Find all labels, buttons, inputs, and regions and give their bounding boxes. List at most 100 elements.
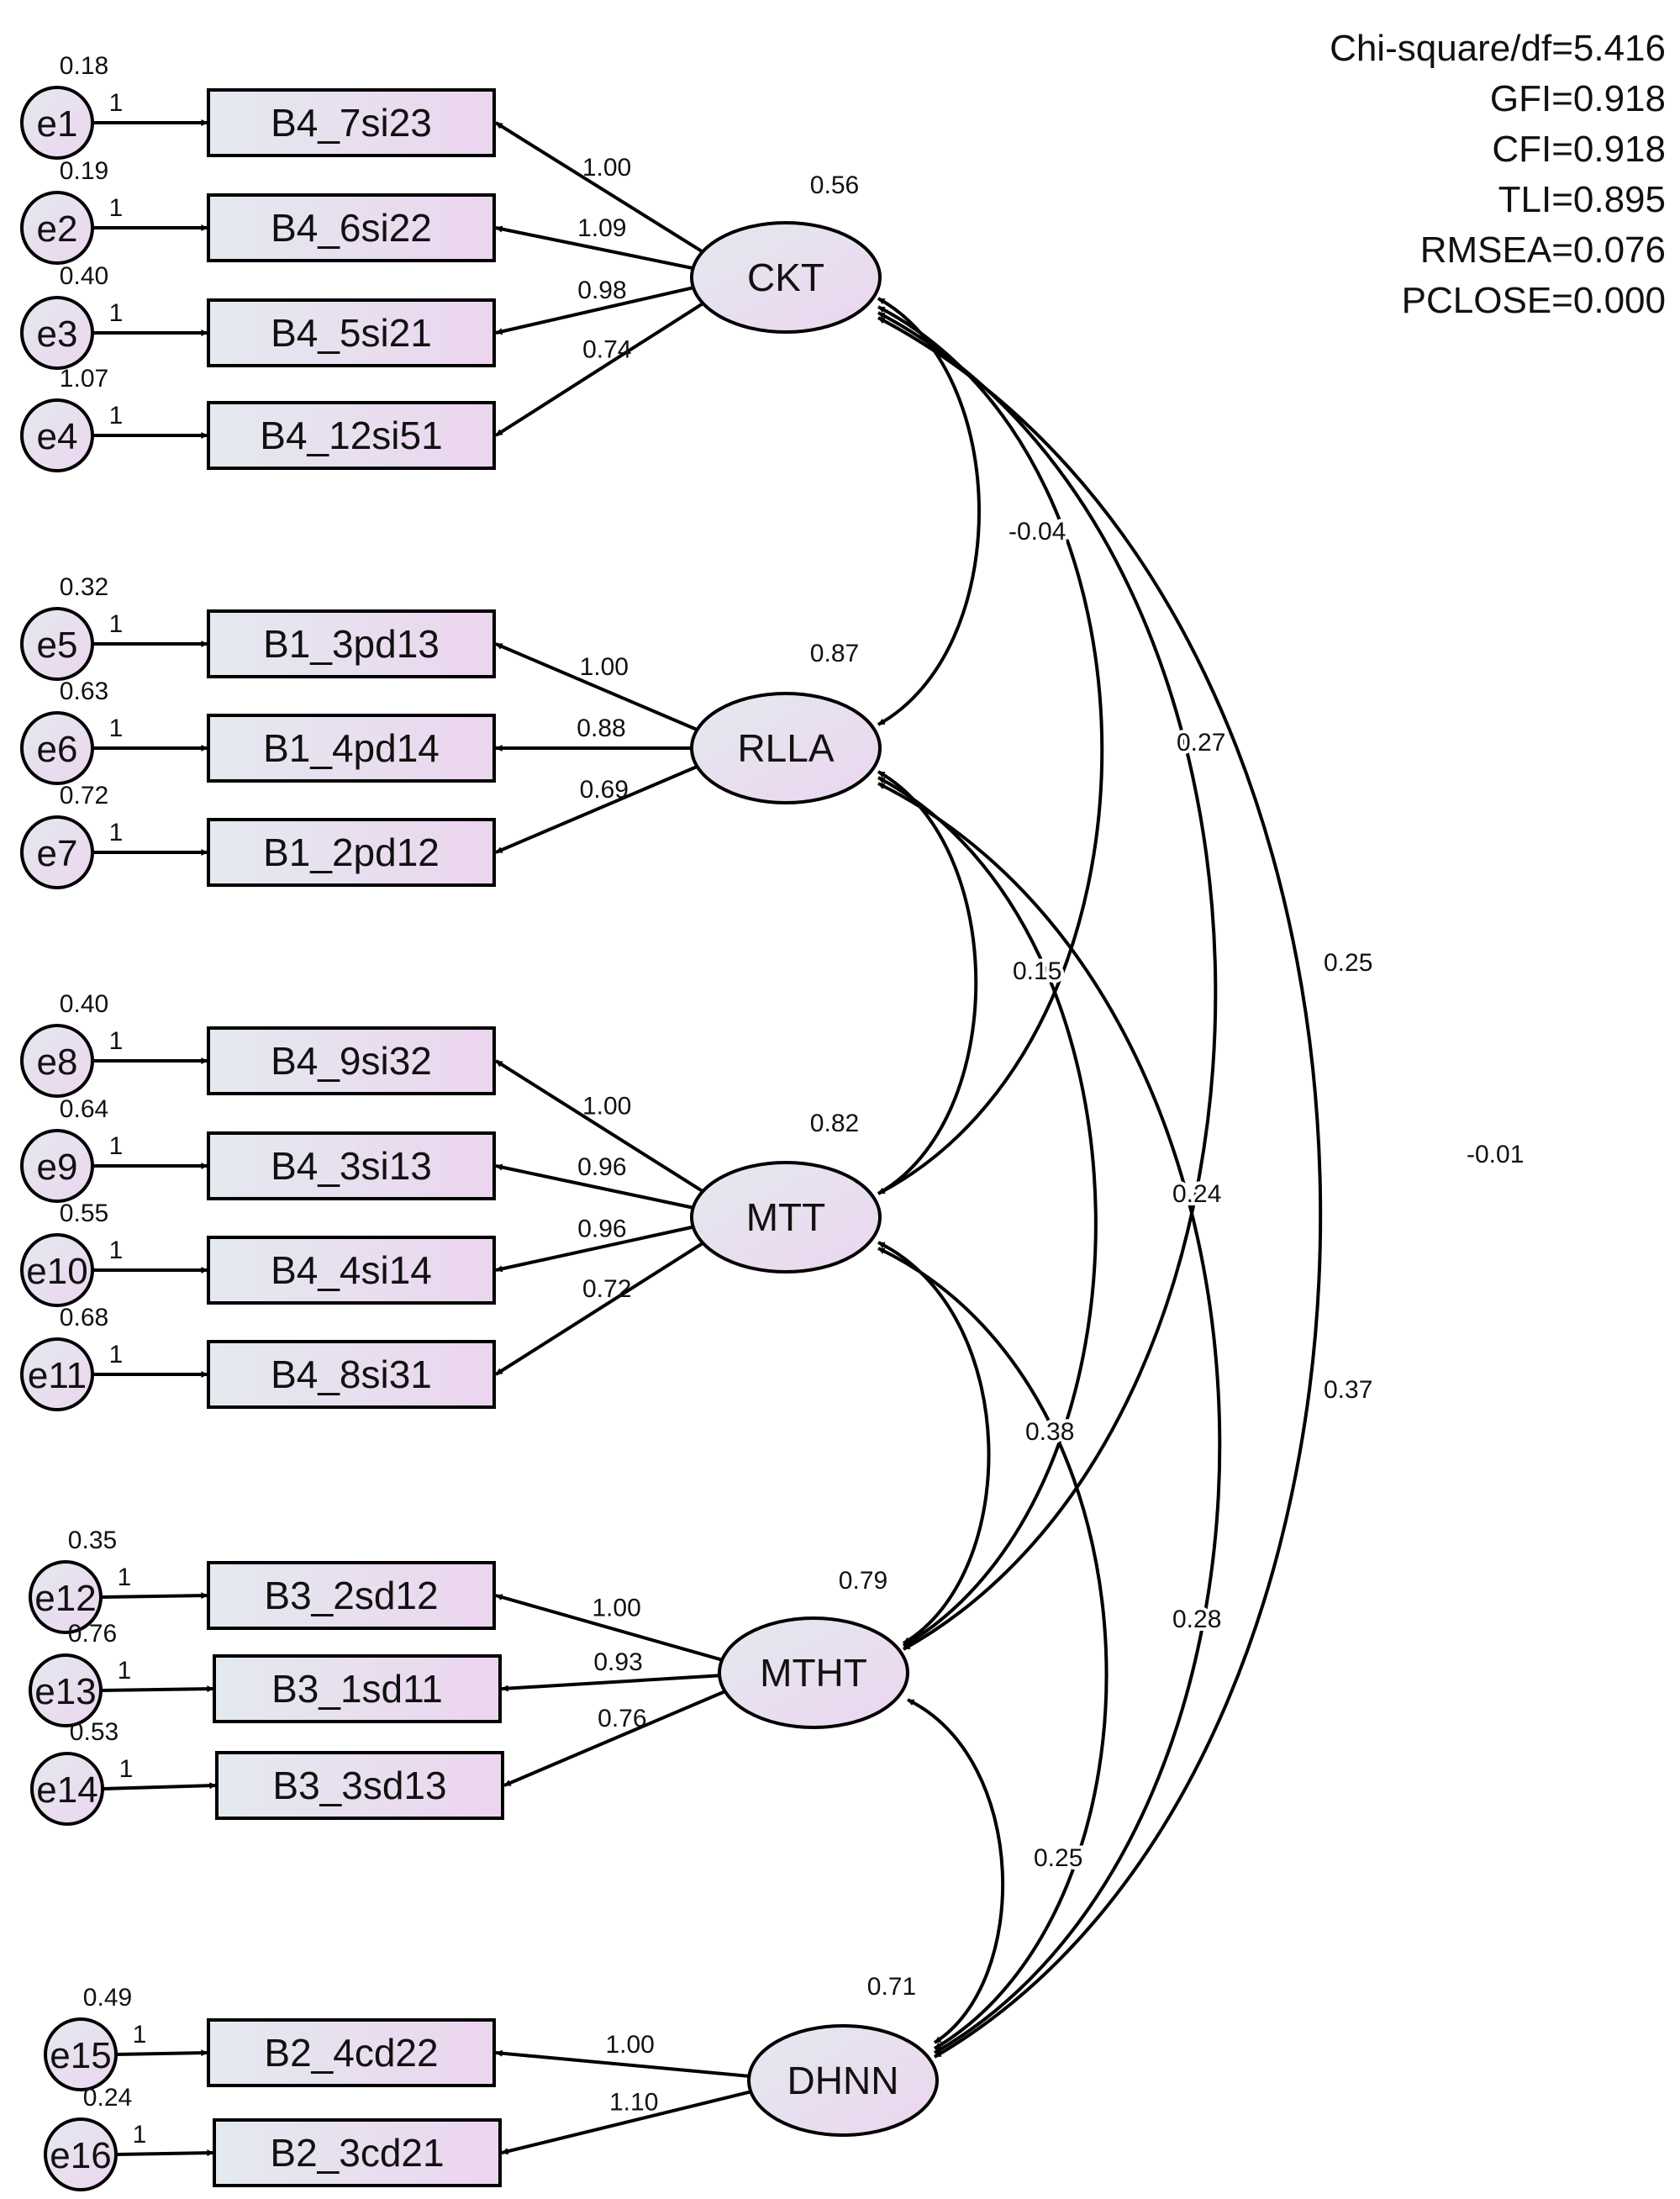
error-circle [29, 1560, 103, 1634]
error-label: e2 [37, 208, 78, 250]
latent-label: DHNN [787, 2059, 899, 2102]
loading-label: 1.00 [592, 1594, 640, 1622]
indicator-label: B1_4pd14 [263, 726, 440, 770]
error-circle [20, 1129, 94, 1203]
error-variance-label: 0.49 [83, 1984, 132, 2012]
error-variance-label: 0.53 [70, 1718, 118, 1746]
loading-label: 0.96 [577, 1215, 626, 1242]
error-arrow [115, 2149, 214, 2157]
covariance-arrow-ckt-rlla [877, 297, 981, 726]
fixed-weight-label: 1 [109, 402, 124, 430]
error-variance-label: 0.40 [60, 262, 108, 290]
loading-label: 0.74 [582, 335, 631, 363]
error-circle [20, 296, 94, 370]
indicator-box [207, 818, 496, 887]
loading-label: 1.00 [582, 1093, 631, 1121]
loading-label: 1.00 [605, 2031, 654, 2059]
error-label: e13 [34, 1671, 96, 1712]
covariance-label: 0.27 [1177, 729, 1225, 757]
error-variance-label: 0.55 [60, 1200, 108, 1227]
error-arrow [100, 1592, 208, 1600]
error-label: e9 [37, 1147, 78, 1188]
error-circle [20, 1024, 94, 1098]
loading-label: 0.93 [593, 1648, 642, 1676]
error-variance-label: 0.24 [83, 2084, 132, 2112]
covariance-label: 0.25 [1034, 1844, 1082, 1872]
indicator-label: B1_3pd13 [263, 622, 440, 666]
fixed-weight-label: 1 [109, 299, 124, 327]
loading-label: 1.10 [609, 2089, 658, 2117]
covariance-arrow-rlla-dhnn [877, 782, 1222, 2054]
loading-label: 1.00 [580, 653, 629, 681]
fixed-weight-label: 1 [109, 1341, 124, 1368]
error-circle [29, 1653, 103, 1727]
loading-arrow [503, 1690, 726, 1787]
indicator-label: B1_2pd12 [263, 831, 440, 874]
latent-mtht [718, 1616, 909, 1729]
error-variance-label: 0.76 [68, 1620, 117, 1648]
fixed-weight-label: 1 [118, 1657, 132, 1685]
error-label: e15 [50, 2035, 111, 2076]
indicator-box [215, 1751, 504, 1820]
fixed-weight-label: 1 [133, 2121, 147, 2149]
loading-arrow [494, 1059, 704, 1193]
error-label: e3 [37, 314, 78, 355]
fixed-weight-label: 1 [109, 194, 124, 222]
indicator-box [207, 1236, 496, 1305]
error-circle [20, 711, 94, 785]
loading-arrow [494, 121, 704, 254]
error-circle [20, 607, 94, 681]
error-arrow [115, 2049, 208, 2057]
indicator-box [207, 401, 496, 470]
error-label: e5 [37, 625, 78, 666]
error-circle [44, 2017, 118, 2091]
fit-stat-line: GFI=0.918 [1490, 78, 1666, 119]
covariance-arrow-ckt-mtht [877, 311, 1218, 1651]
error-circle [44, 2117, 118, 2191]
latent-label: CKT [747, 256, 824, 299]
loading-label: 0.76 [598, 1705, 646, 1732]
indicator-box [207, 609, 496, 678]
covariance-arrow-rlla-mtht [877, 776, 1098, 1648]
loading-arrow [501, 2090, 751, 2155]
indicator-label: B4_6si22 [271, 206, 432, 250]
indicator-box [207, 714, 496, 783]
indicator-box [213, 2118, 502, 2187]
error-circle [20, 1337, 94, 1411]
latent-variance-label: 0.56 [810, 171, 859, 199]
latent-variance-label: 0.71 [867, 1973, 916, 2001]
loading-arrow [495, 642, 698, 731]
indicator-box [207, 298, 496, 367]
fixed-weight-label: 1 [109, 715, 124, 742]
error-variance-label: 0.19 [60, 157, 108, 185]
covariance-label: 0.37 [1324, 1376, 1372, 1404]
fixed-weight-label: 1 [109, 1132, 124, 1160]
error-arrow [102, 1782, 217, 1790]
latent-dhnn [747, 2024, 939, 2137]
fit-stat-line: RMSEA=0.076 [1420, 229, 1666, 271]
error-circle [20, 1233, 94, 1307]
error-variance-label: 0.32 [60, 573, 108, 601]
error-variance-label: 0.72 [60, 782, 108, 809]
indicator-box [207, 193, 496, 262]
fixed-weight-label: 1 [133, 2021, 147, 2049]
fit-stat-line: Chi-square/df=5.416 [1330, 28, 1666, 69]
latent-label: RLLA [737, 726, 834, 770]
fixed-weight-label: 1 [119, 1755, 134, 1783]
loading-label: 0.88 [577, 715, 625, 742]
indicator-box [207, 1340, 496, 1409]
indicator-label: B4_4si14 [271, 1248, 432, 1292]
fixed-weight-label: 1 [118, 1564, 132, 1591]
loading-label: 0.96 [577, 1153, 626, 1181]
latent-ckt [690, 221, 882, 334]
error-label: e14 [36, 1769, 97, 1811]
indicator-label: B4_7si23 [271, 101, 432, 145]
error-variance-label: 0.63 [60, 678, 108, 705]
indicator-label: B3_2sd12 [264, 1574, 438, 1617]
error-variance-label: 0.68 [60, 1304, 108, 1332]
loading-arrow [495, 286, 694, 335]
covariance-label: 0.28 [1172, 1606, 1221, 1633]
loading-arrow [495, 765, 698, 854]
